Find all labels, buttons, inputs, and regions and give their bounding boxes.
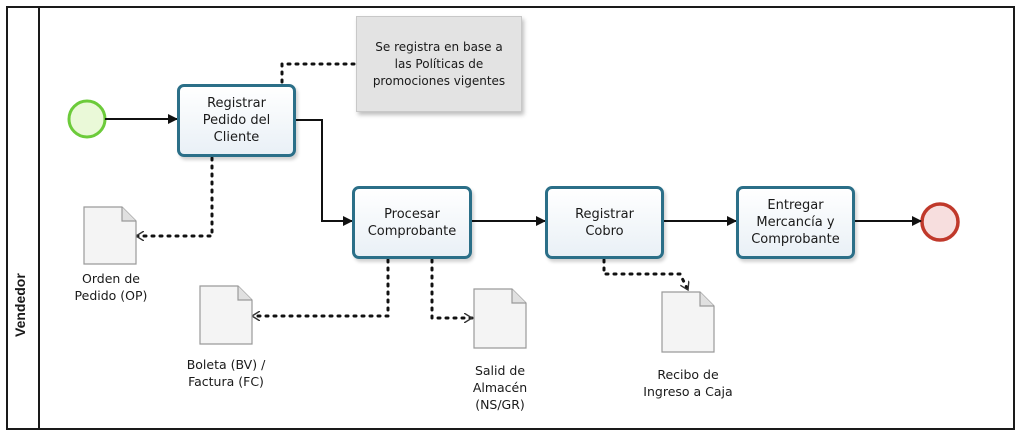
task-procesar-comprobante[interactable]: Procesar Comprobante bbox=[352, 186, 472, 259]
data-assoc-boleta-factura[interactable] bbox=[250, 258, 390, 316]
document-icon-recibo-caja[interactable] bbox=[661, 291, 715, 353]
data-assoc-salida-almacen[interactable] bbox=[430, 258, 474, 318]
document-label-boleta-factura: Boleta (BV) / Factura (FC) bbox=[186, 357, 266, 389]
task-entregar-mercancia[interactable]: Entregar Mercancía y Comprobante bbox=[736, 186, 855, 259]
flow-registrar-pedido-to-procesar[interactable] bbox=[295, 119, 353, 226]
data-assoc-orden-pedido[interactable] bbox=[134, 156, 214, 236]
document-icon-boleta-factura[interactable] bbox=[199, 285, 253, 345]
document-icon-salida-almacen[interactable] bbox=[473, 288, 527, 349]
document-label-orden-pedido: Orden de Pedido (OP) bbox=[74, 271, 148, 303]
association-annotation[interactable] bbox=[280, 62, 356, 84]
document-label-salida-almacen: Salid de Almacén (NS/GR) bbox=[472, 363, 528, 412]
start-event[interactable] bbox=[67, 99, 107, 139]
task-registrar-cobro[interactable]: Registrar Cobro bbox=[545, 186, 664, 259]
pool-frame bbox=[6, 6, 1015, 430]
task-registrar-pedido[interactable]: Registrar Pedido del Cliente bbox=[177, 84, 296, 157]
text-annotation[interactable]: Se registra en base a las Políticas de p… bbox=[356, 16, 522, 112]
document-label-recibo-caja: Recibo de Ingreso a Caja bbox=[643, 367, 733, 399]
end-event[interactable] bbox=[920, 202, 960, 242]
data-assoc-recibo-caja[interactable] bbox=[602, 258, 688, 292]
lane-divider bbox=[38, 6, 40, 430]
document-icon-orden-pedido[interactable] bbox=[83, 206, 137, 265]
